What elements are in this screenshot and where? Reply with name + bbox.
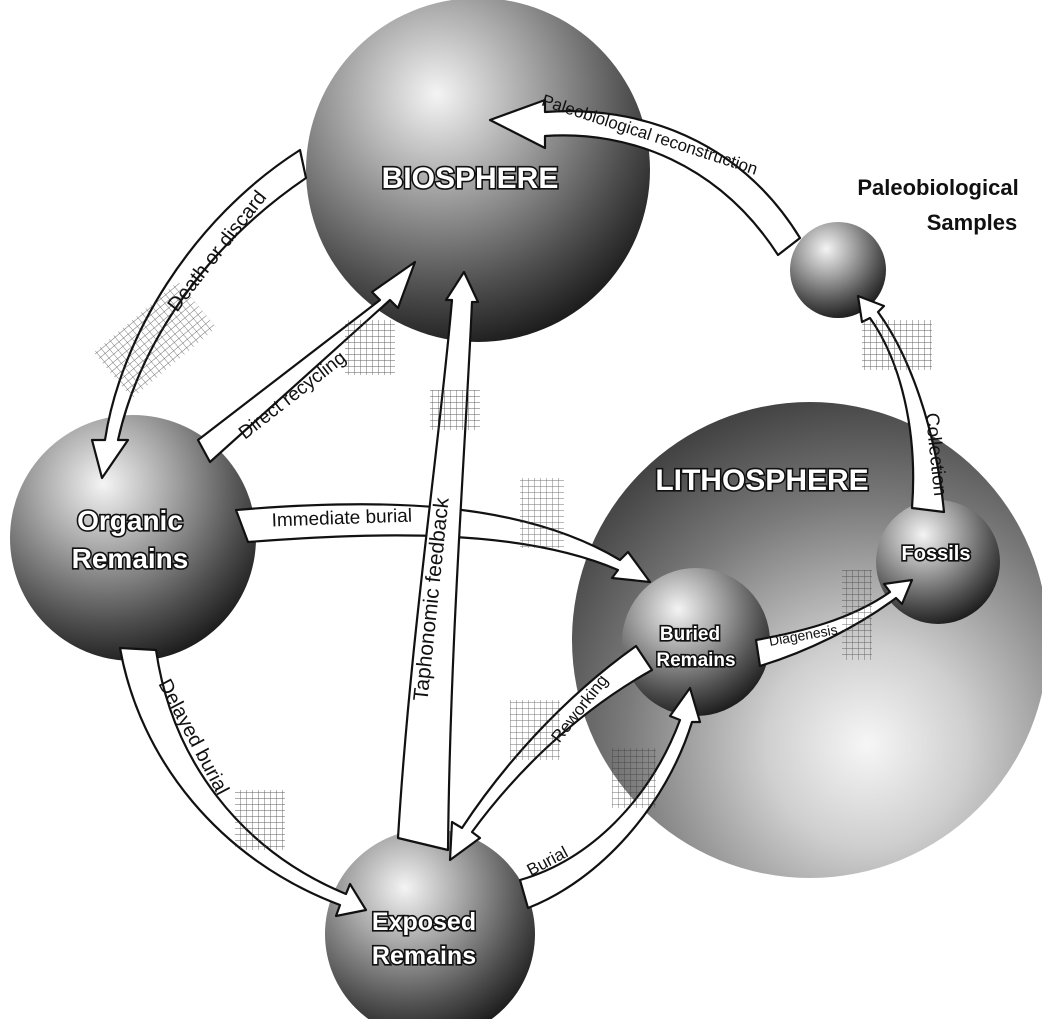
immediate-burial-label: Immediate burial — [271, 506, 412, 532]
fossils-label: Fossils — [902, 543, 971, 565]
biosphere-label: BIOSPHERE — [382, 162, 559, 195]
taphonomic-feedback-arrow: Taphonomic feedback — [396, 270, 480, 852]
paleobiological-samples-label-line1: Paleobiological — [857, 175, 1018, 200]
paleobiological-samples-label-line2: Samples — [927, 210, 1018, 235]
exposed-remains-label-line2: Remains — [372, 942, 476, 970]
direct-recycling-arrow: Direct recycling — [196, 260, 417, 464]
immediate-burial-arrow: Immediate burial — [234, 478, 652, 584]
organic-remains-sphere — [10, 415, 256, 661]
diagenesis-arrow: Diagenesis — [754, 570, 914, 668]
death-or-discard-label: Death or discard — [163, 187, 271, 316]
collection-arrow: Collection — [856, 294, 950, 514]
buried-remains-sphere — [622, 568, 770, 716]
delayed-burial-arrow: Delayed burial — [118, 646, 368, 918]
burial-arrow: Burial — [518, 686, 702, 910]
exposed-remains-sphere — [325, 829, 535, 1019]
paleobiological-samples-sphere — [790, 222, 886, 318]
organic-remains-label-line2: Remains — [72, 543, 189, 574]
direct-recycling-label: Direct recycling — [235, 347, 350, 444]
buried-remains-label-line2: Remains — [656, 650, 735, 671]
biosphere-sphere — [306, 0, 650, 342]
organic-remains-label-line1: Organic — [77, 505, 183, 536]
lithosphere-label: LITHOSPHERE — [655, 464, 868, 497]
buried-remains-label-line1: Buried — [660, 624, 720, 645]
exposed-remains-label-line1: Exposed — [372, 908, 476, 936]
